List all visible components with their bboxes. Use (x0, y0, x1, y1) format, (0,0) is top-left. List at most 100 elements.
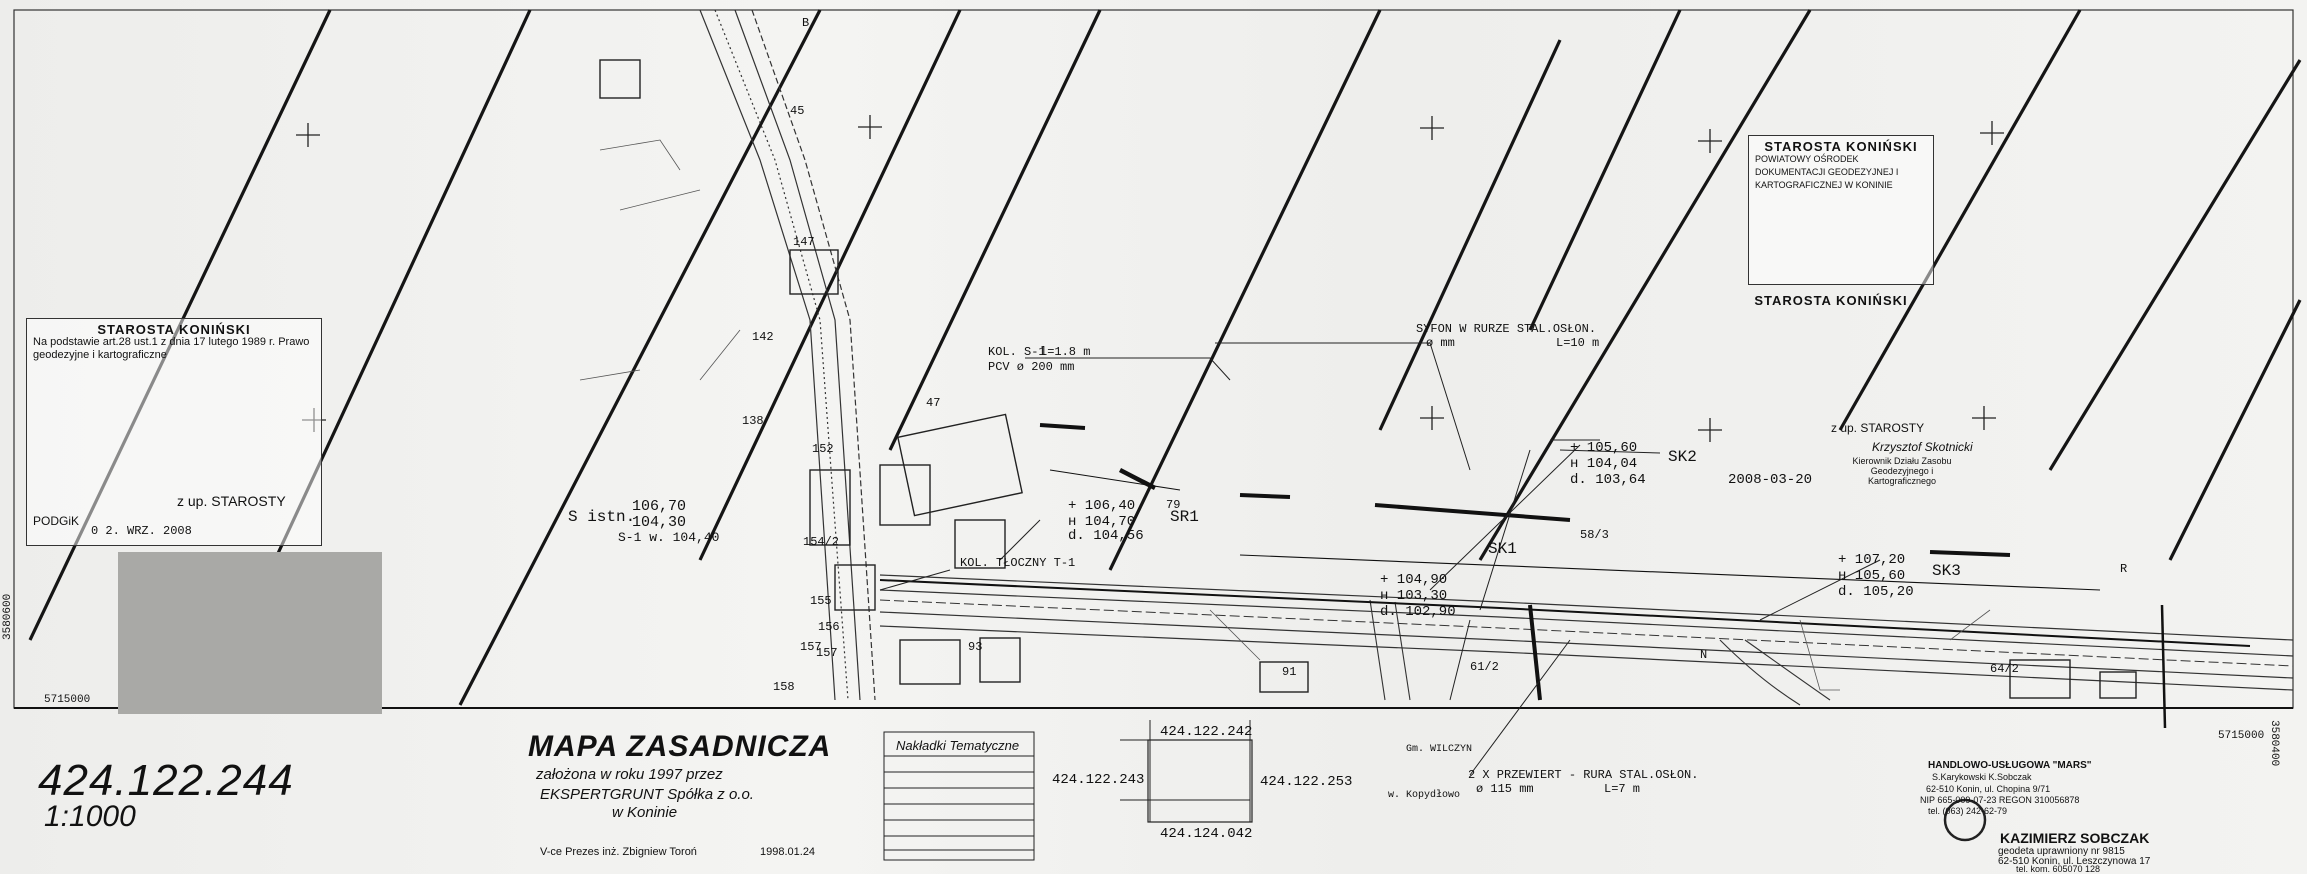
diagonal-line (698, 9, 962, 561)
sk3-value-1: + 107,20 (1838, 552, 1906, 568)
buildings (599, 59, 2137, 699)
right-stamp-name: Krzysztof Skotnicki (1872, 440, 1973, 454)
building (1259, 661, 1309, 693)
plot-label: 58/3 (1580, 528, 1609, 542)
gmina-label: Gm. WILCZYN (1406, 744, 1473, 755)
plot-label: 93 (968, 640, 983, 654)
syfon-diameter: ø mm (1426, 336, 1455, 350)
syfon-length: L=10 m (1556, 336, 1600, 350)
parcel-info-table (118, 552, 382, 714)
building (2099, 671, 2137, 699)
plot-label: N (1700, 648, 1708, 662)
sr1-value-1: + 106,40 (1068, 498, 1136, 514)
left-stamp-role: z up. STAROSTY (177, 493, 286, 509)
sr1-label: SR1 (1170, 508, 1199, 526)
right-stamp-desc: Kierownik Działu Zasobu Geodezyjnego i K… (1852, 456, 1952, 486)
plot-label: 138 (742, 414, 764, 428)
sk3-label: SK3 (1932, 562, 1961, 580)
sk3-value-2: н 105,60 (1838, 568, 1906, 584)
map-title: MAPA ZASADNICZA (528, 730, 832, 763)
surveyor-address: 62-510 Konin, ul. Leszczynowa 17 (1998, 856, 2151, 867)
przewiert-label: 2 X PRZEWIERT - RURA STAL.OSŁON. (1468, 768, 1699, 782)
kol-s1-pipe: PCV ø 200 mm (988, 360, 1075, 374)
left-stamp-text: Na podstawie art.28 ust.1 z dnia 17 lute… (33, 336, 310, 361)
sk2-label: SK2 (1668, 448, 1697, 466)
sketch-marks (579, 139, 1991, 691)
diagonal-line (1528, 9, 1682, 331)
firm-seal-icon (1943, 798, 1987, 842)
plot-157: 157 (800, 640, 822, 654)
plot-label: 45 (790, 104, 805, 118)
right-stamp-role: z up. STAROSTY (1831, 421, 1925, 435)
index-diagram (1147, 739, 1253, 823)
nakladki-title: Nakładki Tematyczne (896, 738, 1020, 753)
plot-label: 156 (818, 620, 840, 634)
building (834, 564, 876, 611)
building (979, 637, 1021, 683)
surveyor-title: geodeta uprawniony nr 9815 (1998, 846, 2125, 857)
firm-address: 62-510 Konin, ul. Chopina 9/71 (1926, 784, 2051, 794)
s-istn-value-3: S-1 w. 104,40 (618, 530, 720, 545)
plot-label: 142 (752, 330, 774, 344)
diagonal-line (1478, 9, 1812, 561)
right-stamp-2: STAROSTA KONIŃSKI z up. STAROSTY (1735, 290, 1927, 458)
firm-owner: S.Karykowski K.Sobczak (1932, 772, 2032, 782)
approval-date: 2008-03-20 (1728, 472, 1813, 488)
s-istn-label: S istn. (568, 508, 636, 526)
village-label: w. Kopydłowo (1388, 790, 1461, 801)
signed-by: V-ce Prezes inż. Zbigniew Toroń (540, 846, 697, 858)
road-north-south (699, 9, 876, 701)
building (599, 59, 641, 99)
building (789, 249, 839, 295)
firm-nip: NIP 665-009-07-23 REGON 310056878 (1920, 795, 2080, 805)
sk3-value-3: d. 105,20 (1838, 584, 1914, 600)
plot-label: 91 (1282, 665, 1297, 679)
sr1-value-3: d. 104,56 (1068, 528, 1144, 544)
kol-s1-label: KOL. S-1 (988, 345, 1046, 359)
diagonal-line (1108, 9, 1382, 571)
plot-label: 79 (1166, 498, 1181, 512)
kol-tloczny-label: KOL. TŁOCZNY T-1 (960, 556, 1076, 570)
sk1-label: SK1 (1488, 540, 1517, 558)
building (897, 413, 1023, 517)
surveyor-name: KAZIMIERZ SOBCZAK (2000, 830, 2150, 846)
left-stamp-header: STAROSTA KONIŃSKI (97, 322, 251, 337)
plot-label: 64/2 (1990, 662, 2019, 676)
plot-158: 158 (773, 680, 795, 694)
coord-left-y: 5715000 (44, 694, 91, 706)
plot-label: 155 (810, 594, 832, 608)
diagonal-line (2048, 59, 2302, 471)
sewer-network (879, 423, 2251, 729)
sheet-number: 424.122.244 (38, 756, 294, 805)
right-stamp-1: STAROSTA KONIŃSKI POWIATOWY OŚRODEK DOKU… (1748, 135, 1934, 285)
right-stamp-1-header: STAROSTA KONIŃSKI (1764, 139, 1918, 154)
diagonal-line (888, 9, 1102, 451)
building (879, 464, 931, 526)
diagonal-hatching (28, 9, 2302, 706)
building (2009, 659, 2071, 699)
plot-label: 154/2 (803, 535, 840, 549)
index-left: 424.122.243 (1052, 772, 1145, 788)
map-subtitle-1: założona w roku 1997 przez (536, 766, 723, 783)
coord-left-x: 3580600 (2, 593, 14, 640)
map-subtitle-3: w Koninie (612, 804, 678, 821)
plot-label: 147 (793, 235, 815, 249)
left-stamp: STAROSTA KONIŃSKI Na podstawie art.28 us… (26, 318, 322, 546)
kol-s1-pipe-length: l=1.8 m (1040, 345, 1091, 359)
s-istn-value-1: 106,70 (632, 498, 687, 515)
diagonal-line (1378, 39, 1562, 431)
sk2-value-2: н 104,04 (1570, 456, 1638, 472)
plot-label: 157 (816, 646, 838, 660)
plot-label: 47 (926, 396, 941, 410)
surveyor-tel: tel. kom. 605070 128 (2016, 864, 2101, 874)
plot-label: R (2120, 562, 2128, 576)
sk1-value-2: н 103,30 (1380, 588, 1448, 604)
coord-right-y: 5715000 (2218, 730, 2265, 742)
left-stamp-date: 0 2. WRZ. 2008 (91, 524, 192, 538)
sk2-value-3: d. 103,64 (1570, 472, 1646, 488)
sk2-value-1: + 105,60 (1570, 440, 1638, 456)
map-subtitle-2: EKSPERTGRUNT Spółka z o.o. (540, 786, 754, 803)
nakladki-table (883, 731, 1035, 861)
